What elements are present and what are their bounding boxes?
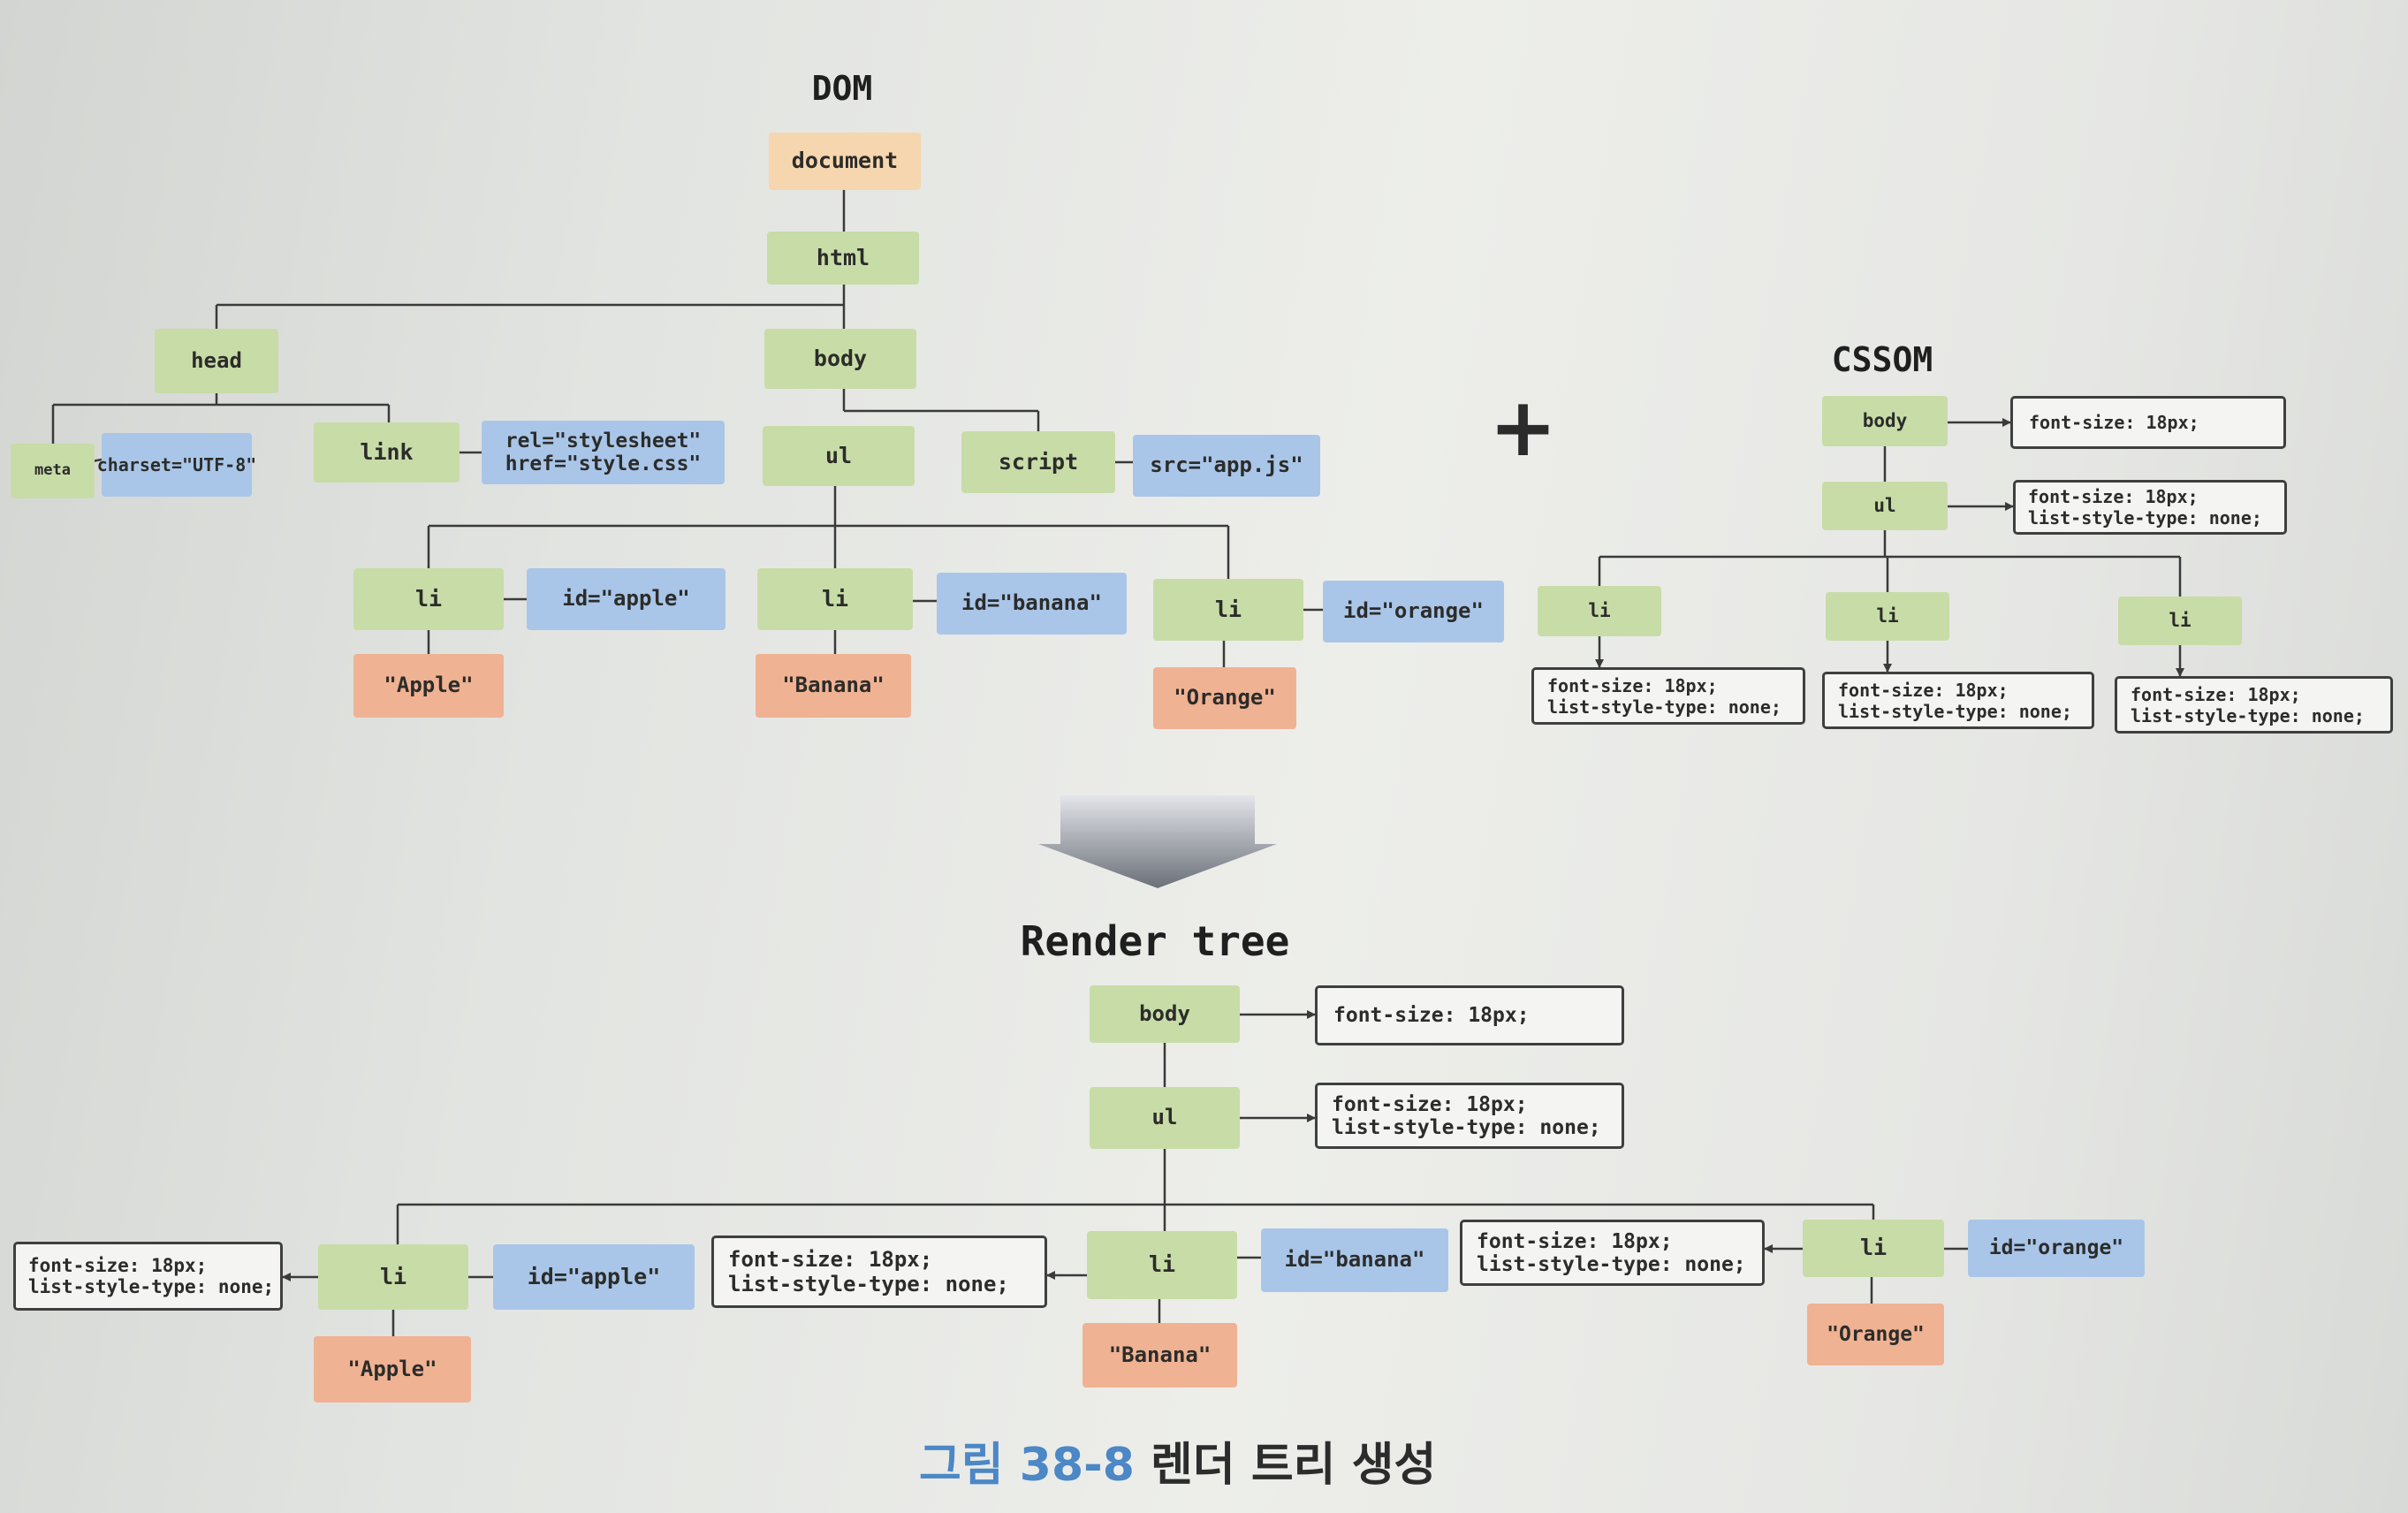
cssom-li-style-1-list-style: list-style-type: none; [1547,696,1781,718]
dom-script-node: script [961,431,1115,493]
figure-caption-text: 렌더 트리 생성 [1151,1439,1437,1492]
render-apple-style-list-style: list-style-type: none; [28,1276,275,1297]
render-banana-style-list-style: list-style-type: none; [728,1272,1009,1296]
cssom-li-style-2: font-size: 18px; list-style-type: none; [1822,672,2094,729]
render-text-apple: "Apple" [314,1336,471,1403]
render-banana-style: font-size: 18px; list-style-type: none; [711,1235,1047,1308]
dom-link-node: link [314,422,460,483]
dom-ul-node: ul [763,426,915,486]
dom-id-apple: id="apple" [527,568,725,630]
cssom-li-style-3: font-size: 18px; list-style-type: none; [2115,676,2393,734]
cssom-li-node-3: li [2118,597,2242,645]
render-orange-style: font-size: 18px; list-style-type: none; [1460,1220,1765,1286]
render-tree-title: Render tree [1020,917,1290,965]
plus-icon: + [1489,380,1558,475]
cssom-li-style-3-list-style: list-style-type: none; [2131,704,2365,726]
dom-text-orange: "Orange" [1153,667,1296,729]
render-id-banana: id="banana" [1261,1228,1448,1292]
cssom-body-node: body [1822,396,1948,446]
dom-title: DOM [811,69,873,108]
render-ul-style: font-size: 18px; list-style-type: none; [1315,1083,1624,1149]
render-ul-node: ul [1090,1087,1240,1149]
render-body-node: body [1090,985,1240,1043]
down-arrow-icon [1038,795,1277,888]
dom-id-banana: id="banana" [937,573,1127,635]
dom-html-node: html [767,232,919,285]
render-body-style: font-size: 18px; [1315,985,1624,1045]
dom-li-apple: li [353,568,504,630]
cssom-ul-style: font-size: 18px; list-style-type: none; [2013,480,2287,535]
render-orange-style-list-style: list-style-type: none; [1477,1252,1746,1276]
dom-document-node: document [769,133,921,190]
dom-charset-attr: charset="UTF-8" [97,433,256,497]
dom-li-banana: li [757,568,913,630]
cssom-li-style-2-list-style: list-style-type: none; [1838,700,2072,722]
dom-body-node: body [764,329,916,389]
cssom-li-style-1-font-size: font-size: 18px; [1547,674,1718,696]
dom-id-orange: id="orange" [1323,581,1504,642]
cssom-li-node-2: li [1826,592,1949,641]
dom-meta-node: meta [11,444,95,498]
dom-text-apple: "Apple" [353,654,504,718]
dom-head-node: head [155,329,278,393]
cssom-body-style: font-size: 18px; [2010,396,2286,449]
dom-text-banana: "Banana" [756,654,911,718]
cssom-li-style-2-font-size: font-size: 18px; [1838,679,2009,701]
render-text-orange: "Orange" [1807,1304,1944,1365]
cssom-ul-style-font-size: font-size: 18px; [2028,486,2199,507]
render-orange-style-font-size: font-size: 18px; [1477,1229,1673,1253]
render-ul-style-font-size: font-size: 18px; [1332,1092,1528,1116]
figure-caption: 그림 38-8 렌더 트리 생성 [919,1427,1436,1494]
cssom-li-node-1: li [1538,586,1661,636]
cssom-title: CSSOM [1831,340,1933,379]
render-id-apple: id="apple" [493,1244,695,1310]
render-apple-style-font-size: font-size: 18px; [28,1255,208,1276]
cssom-li-style-3-font-size: font-size: 18px; [2131,683,2301,705]
cssom-ul-node: ul [1822,482,1948,530]
cssom-body-style-font-size: font-size: 18px; [2029,412,2199,433]
dom-script-attr: src="app.js" [1133,435,1320,497]
dom-link-attr: rel="stylesheet" href="style.css" [482,421,725,484]
render-banana-style-font-size: font-size: 18px; [728,1247,933,1272]
render-body-style-font-size: font-size: 18px; [1333,1004,1530,1027]
render-apple-style: font-size: 18px; list-style-type: none; [13,1242,283,1311]
render-id-orange: id="orange" [1968,1220,2145,1277]
cssom-li-style-1: font-size: 18px; list-style-type: none; [1531,667,1805,725]
render-li-banana: li [1087,1231,1237,1299]
render-ul-style-list-style: list-style-type: none; [1332,1115,1601,1139]
render-li-apple: li [318,1244,468,1310]
dom-li-orange: li [1153,579,1303,641]
render-text-banana: "Banana" [1082,1323,1237,1388]
render-li-orange: li [1803,1220,1944,1277]
figure-caption-number: 그림 38-8 [919,1439,1135,1492]
cssom-ul-style-list-style: list-style-type: none; [2028,507,2262,528]
